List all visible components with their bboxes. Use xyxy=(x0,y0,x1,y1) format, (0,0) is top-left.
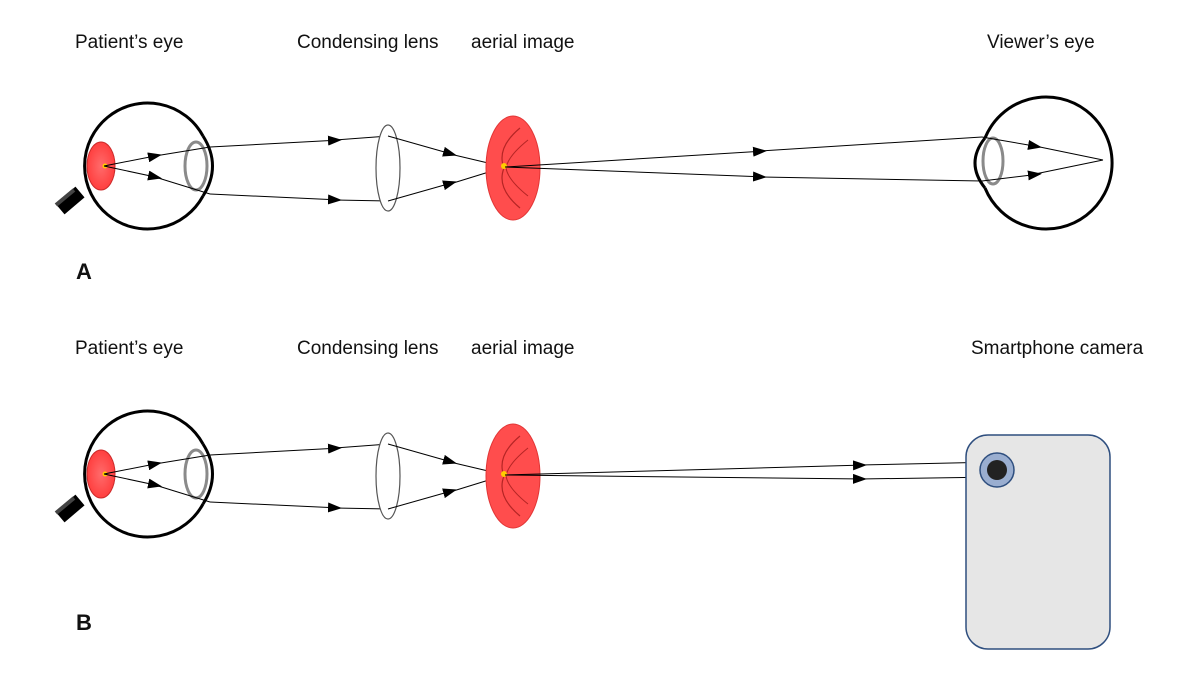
label-smartphone-camera: Smartphone camera xyxy=(971,338,1144,359)
eye-icon xyxy=(54,101,214,231)
label-patient-eye: Patient’s eye xyxy=(75,32,183,53)
eye-icon xyxy=(54,409,214,539)
label-patient-eye: Patient’s eye xyxy=(75,338,183,359)
panel-b: Patient’s eye Condensing lens aerial ima… xyxy=(54,338,1144,650)
label-condensing-lens: Condensing lens xyxy=(297,32,439,53)
label-viewer-eye: Viewer’s eye xyxy=(987,32,1095,53)
label-aerial-image: aerial image xyxy=(471,338,575,359)
aerial-image xyxy=(485,423,541,529)
camera-icon xyxy=(979,452,1015,488)
aerial-image xyxy=(485,115,541,221)
label-condensing-lens: Condensing lens xyxy=(297,338,439,359)
smartphone-icon xyxy=(965,434,1111,650)
eye-icon xyxy=(973,95,1114,231)
lens-icon xyxy=(375,124,401,212)
panel-a: Patient’s eye Condensing lens aerial ima… xyxy=(54,32,1114,284)
handle-icon xyxy=(54,494,85,523)
panel-letter-a: A xyxy=(76,259,92,284)
handle-icon xyxy=(54,186,85,215)
label-aerial-image: aerial image xyxy=(471,32,575,53)
panel-letter-b: B xyxy=(76,610,92,635)
lens-icon xyxy=(375,432,401,520)
